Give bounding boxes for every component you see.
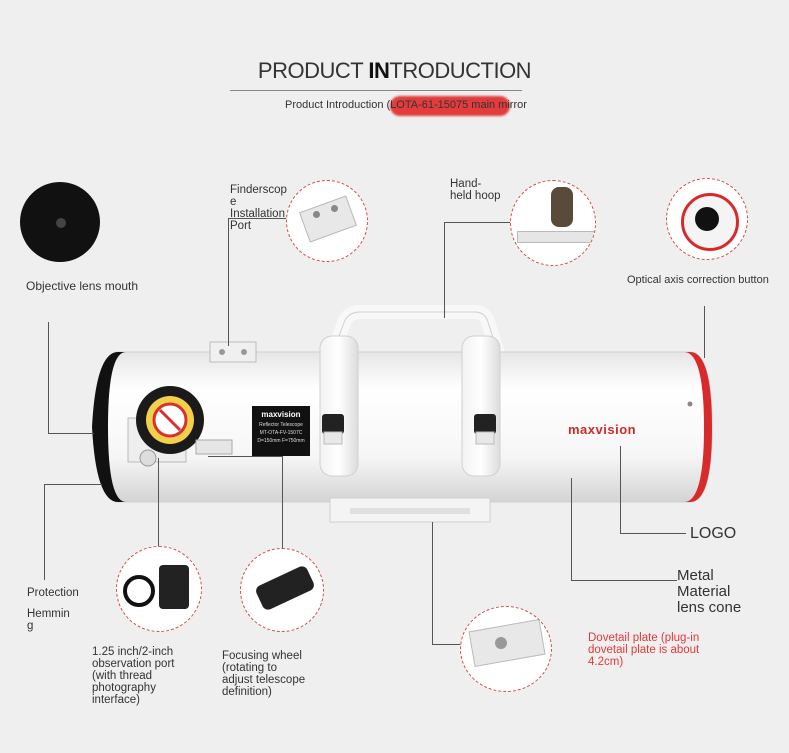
nameplate-line3: D=150mm F=750mm [257, 438, 305, 444]
label-hemming: Hemmin g [27, 608, 70, 632]
leader-objective [48, 322, 49, 434]
leader-protection [44, 484, 45, 580]
tube-logo: maxvision [568, 422, 637, 437]
label-finderscope: Finderscop e Installation Port [230, 184, 287, 232]
leader-logo [620, 446, 621, 534]
front-ring [92, 352, 126, 502]
label-observation-port: 1.25 inch/2-inch observation port (with … [92, 646, 175, 706]
nameplate-line1: Reflector Telescope [259, 422, 303, 428]
label-optical-axis: Optical axis correction button [627, 274, 769, 286]
label-focusing-wheel: Focusing wheel (rotating to adjust teles… [222, 650, 306, 698]
leader-finderscope [228, 218, 229, 346]
label-protection: Protection [27, 587, 79, 599]
nameplate-brand: maxvision [261, 410, 301, 419]
optical-axis-detail-circle [666, 178, 748, 260]
observation-port-detail-circle [116, 546, 202, 632]
handhoop-detail-circle [510, 180, 596, 266]
label-handhoop: Hand- held hoop [450, 178, 501, 202]
page-title: PRODUCT INTRODUCTION [257, 58, 532, 83]
subtitle-highlight [390, 96, 510, 116]
dovetail-detail-circle [460, 606, 552, 692]
leader-dovetail [432, 522, 433, 644]
leader-optical-axis [704, 306, 705, 358]
label-metal: Metal Material lens cone [677, 567, 742, 616]
label-objective: Objective lens mouth [26, 279, 139, 293]
tube-ring-left [319, 335, 359, 477]
finderscope-detail-circle [286, 180, 368, 262]
nameplate-line2: MT-OTA-FV-1507C [259, 430, 303, 436]
nameplate [252, 406, 310, 456]
leader-handle [444, 222, 445, 318]
title-divider [230, 90, 522, 91]
rear-red-band [684, 352, 712, 502]
label-dovetail: Dovetail plate (plug-in dovetail plate i… [588, 632, 700, 668]
leader-focusing [282, 456, 283, 548]
leader-metal [571, 478, 572, 580]
label-logo: LOGO [690, 525, 737, 542]
focusing-wheel-detail-circle [240, 548, 324, 632]
leader-observation [158, 458, 159, 546]
objective-detail-circle [20, 182, 100, 262]
tube-ring-right [461, 335, 501, 477]
page-subtitle: Product Introduction (LOTA-61-15075 main… [285, 99, 527, 111]
